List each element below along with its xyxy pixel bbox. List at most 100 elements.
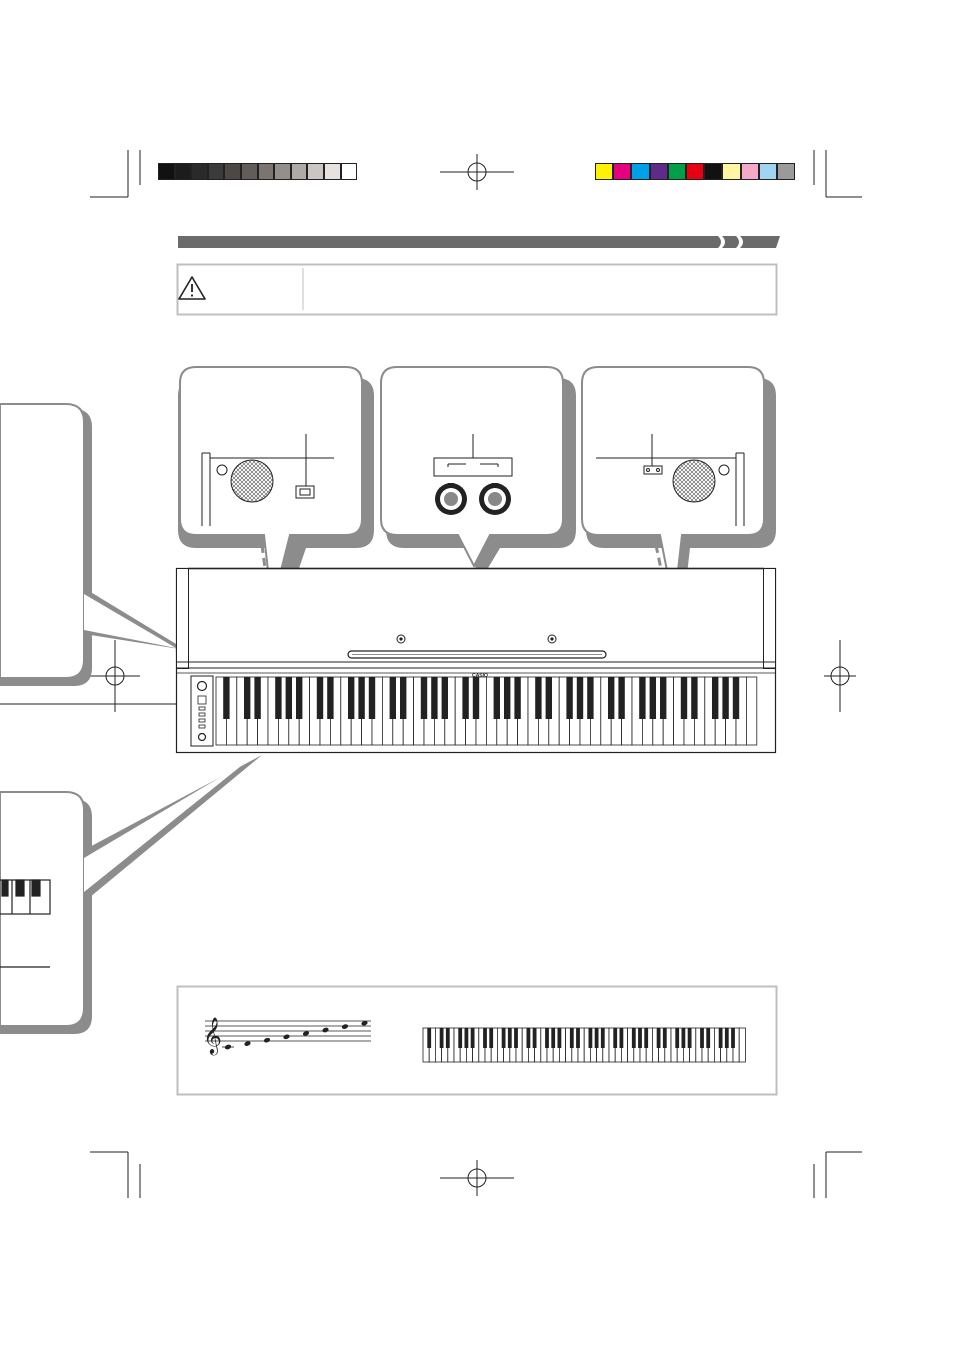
speaker-grille-left [230, 459, 274, 503]
black-key [431, 677, 438, 719]
black-key [722, 677, 729, 719]
black-key [551, 1028, 556, 1048]
black-key [504, 677, 511, 719]
black-key [532, 1028, 537, 1048]
black-key [472, 677, 480, 719]
color-swatch [174, 163, 192, 180]
staff-note [302, 1031, 310, 1036]
black-key [427, 1028, 432, 1048]
color-swatch [290, 163, 308, 180]
color-swatch [667, 163, 686, 180]
color-swatch [257, 163, 275, 180]
brand-logo: CASIO [472, 673, 488, 679]
treble-clef-icon: 𝄞 [203, 1016, 222, 1055]
black-key [619, 1028, 624, 1048]
color-swatch [340, 163, 358, 180]
black-key [275, 677, 282, 719]
black-key [244, 677, 251, 719]
white-key [746, 676, 758, 746]
black-key [470, 1028, 475, 1048]
main-keyboard [215, 676, 758, 746]
color-swatch [758, 163, 777, 180]
color-swatch [274, 163, 291, 180]
registration-target-right [824, 640, 856, 712]
black-key [441, 677, 448, 719]
color-swatch [613, 163, 632, 180]
keyboard-range-box: 𝄞 [176, 985, 778, 1096]
color-swatch [722, 163, 741, 180]
control-panel [190, 675, 214, 747]
black-key [507, 1028, 512, 1048]
black-key [656, 1028, 661, 1048]
black-key [464, 1028, 469, 1048]
black-key [358, 677, 365, 719]
black-key [458, 1028, 463, 1048]
black-key [588, 1028, 593, 1048]
color-swatch [777, 163, 796, 180]
callout-left-lower [0, 755, 262, 1034]
midi-out-jack-icon [435, 483, 467, 515]
black-key [483, 1028, 487, 1048]
black-key [296, 677, 303, 719]
staff-note [341, 1024, 349, 1029]
digital-piano-illustration: CASIO [175, 567, 777, 754]
midi-in-jack-icon [479, 483, 511, 515]
black-key [587, 677, 594, 719]
black-key [631, 1028, 636, 1048]
black-key [254, 677, 261, 719]
black-key [600, 1028, 605, 1048]
black-key [660, 677, 667, 719]
black-key [514, 1028, 518, 1048]
black-key [687, 1028, 692, 1048]
color-swatch [207, 163, 225, 180]
black-key [285, 677, 292, 719]
music-stand-knob-left [396, 634, 406, 644]
callout-left-upper [0, 403, 192, 705]
staff-note [244, 1041, 251, 1046]
staff-note [263, 1037, 271, 1043]
black-key [526, 1028, 531, 1048]
crop-marks [90, 150, 862, 1198]
partial-keyboard-illustration [0, 879, 51, 968]
section-banner [178, 236, 780, 248]
registration-target-top [440, 154, 514, 190]
staff-note [283, 1034, 290, 1040]
black-key [223, 677, 230, 719]
color-swatch [595, 163, 614, 180]
black-key [545, 1028, 549, 1048]
black-key [445, 1028, 450, 1048]
black-key [594, 1028, 599, 1048]
registration-target-left [90, 640, 140, 712]
music-staff [205, 1020, 371, 1042]
color-swatch [631, 163, 650, 180]
warning-triangle-icon [178, 276, 206, 300]
black-key [639, 677, 646, 719]
black-key [557, 1028, 562, 1048]
caution-box [176, 263, 778, 316]
black-key [514, 677, 521, 719]
color-swatch [649, 163, 668, 180]
black-key [649, 677, 656, 719]
black-key [501, 1028, 506, 1048]
black-key [462, 677, 469, 719]
black-key [680, 677, 688, 719]
black-key [732, 677, 740, 719]
black-key [576, 677, 584, 719]
staff-note [322, 1027, 329, 1033]
color-swatch [324, 163, 341, 180]
callout-power-terminal [178, 366, 374, 618]
color-swatch [241, 163, 258, 180]
black-key [662, 1028, 667, 1048]
black-key [439, 1028, 444, 1048]
staff-notes [222, 1020, 368, 1050]
color-swatch [740, 163, 759, 180]
black-key [327, 677, 334, 719]
black-key [691, 677, 698, 719]
color-swatch [158, 163, 175, 180]
black-key [724, 1028, 729, 1048]
color-swatch [224, 163, 241, 180]
black-key [400, 677, 407, 719]
white-key [738, 1027, 746, 1063]
black-key [576, 1028, 580, 1048]
black-key [389, 677, 396, 719]
